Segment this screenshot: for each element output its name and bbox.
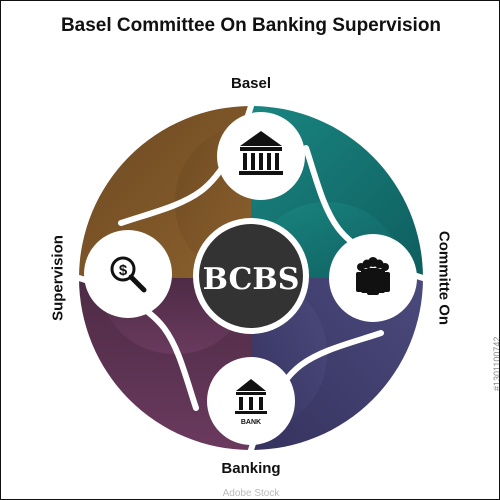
bank-icon-caption: BANK: [241, 419, 261, 426]
center-label: BCBS: [203, 262, 300, 297]
icon-circle-supervision: [84, 230, 172, 318]
diagram-title: Basel Committee On Banking Supervision: [60, 15, 442, 36]
svg-text:$: $: [119, 262, 128, 279]
center-circle: [199, 224, 303, 328]
stock-id: #1301100742: [492, 336, 500, 391]
bank-building-icon: [239, 131, 283, 175]
watermark-text: Adobe Stock: [222, 488, 280, 499]
label-basel: Basel: [230, 75, 272, 92]
label-banking: Banking: [221, 460, 281, 477]
bank-icon: [235, 379, 267, 414]
label-committe-on: Committe On: [435, 230, 453, 326]
label-supervision: Supervision: [49, 235, 67, 321]
group-of-people-icon: [356, 257, 390, 295]
dollar-magnifier-icon: $: [110, 256, 147, 293]
